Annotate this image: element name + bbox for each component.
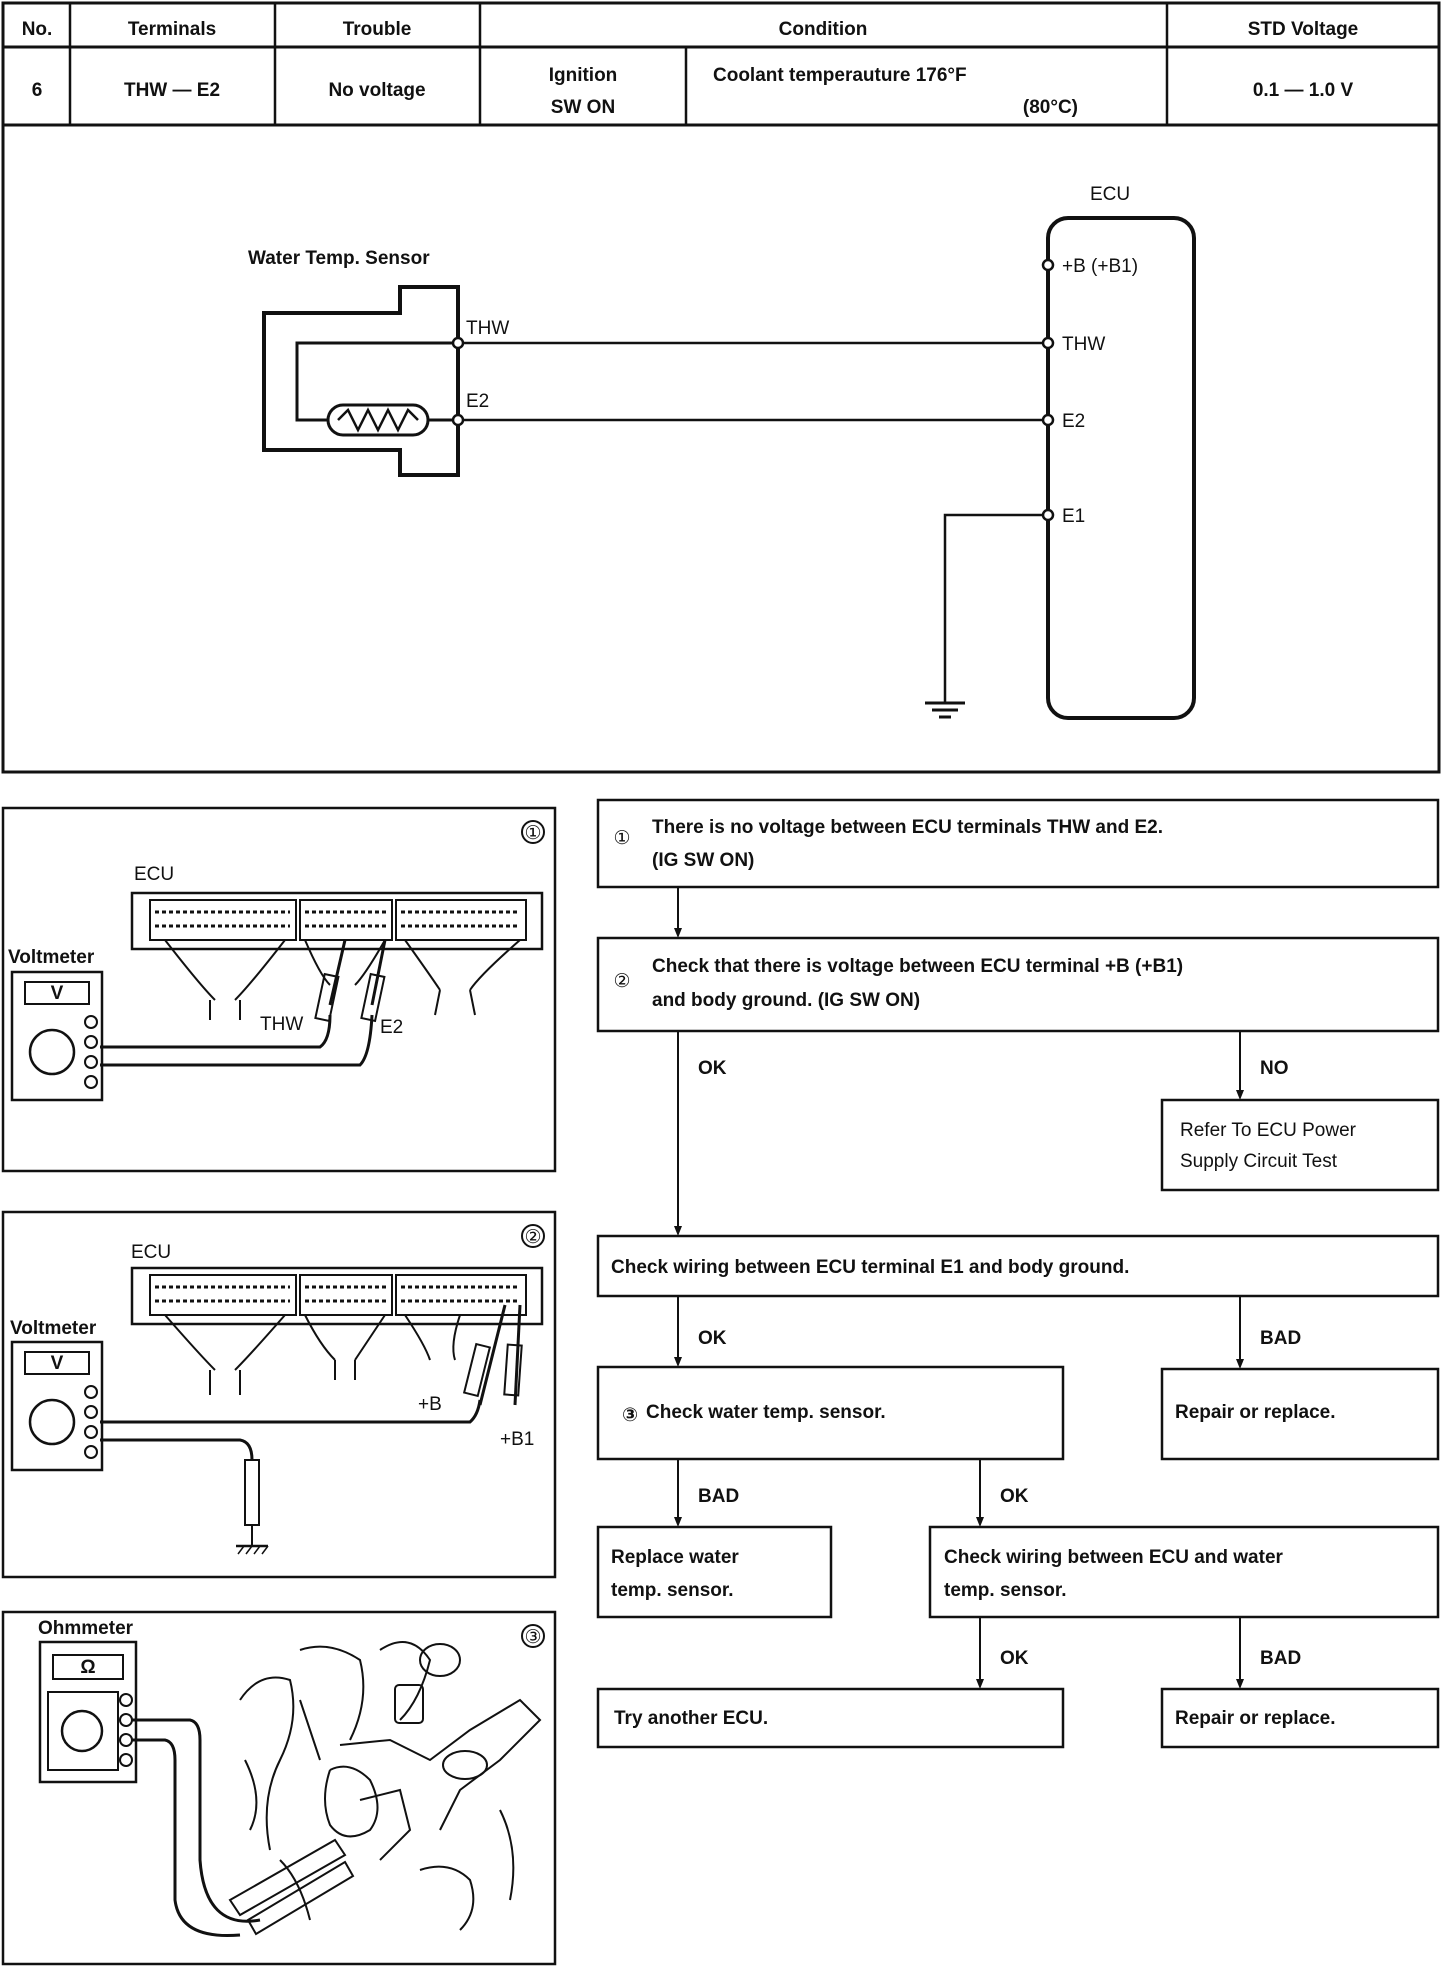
- flow-step-1-box: [596, 798, 1440, 889]
- figure-2-probe-b1: +B1: [500, 1429, 534, 1450]
- flow-power-supply-line2: Supply Circuit Test: [1180, 1151, 1338, 1172]
- flow-wiring-bad: BAD: [1260, 1648, 1301, 1669]
- figure-2-number: ②: [524, 1227, 541, 1248]
- flow-repair-2-box: [1160, 1687, 1440, 1749]
- thermistor-icon: [326, 403, 430, 437]
- row-std-voltage: 0.1 — 1.0 V: [1253, 80, 1354, 101]
- flow-step-2-no: NO: [1260, 1058, 1289, 1079]
- ecu-terminal-e1: E1: [1062, 506, 1085, 527]
- flow-power-supply-line1: Refer To ECU Power: [1180, 1120, 1357, 1141]
- row-condition-ignition-1: Ignition: [549, 65, 618, 86]
- flow-check-wiring-line1: Check wiring between ECU and water: [944, 1547, 1284, 1568]
- figure-1-number: ①: [524, 823, 541, 844]
- row-terminals: THW — E2: [124, 80, 220, 101]
- figure-2-voltmeter-b-ground: ② ECU +B +B1 Voltmeter V: [1, 1210, 557, 1579]
- flow-step-3-ok: OK: [1000, 1486, 1029, 1507]
- flow-check-wiring-box: [928, 1525, 1440, 1619]
- flow-repair-1-text: Repair or replace.: [1175, 1402, 1336, 1423]
- flow-replace-sensor-line2: temp. sensor.: [611, 1580, 734, 1601]
- ecu-terminal-thw: THW: [1062, 334, 1105, 355]
- figure-3-ohmmeter-sensor: ③ Ohmmeter Ω: [1, 1610, 557, 1966]
- wire-e1-ground: [943, 513, 1043, 702]
- flow-repair-2-text: Repair or replace.: [1175, 1708, 1336, 1729]
- flow-e1-ok: OK: [698, 1328, 727, 1349]
- figure-2-meter-label: Voltmeter: [10, 1318, 97, 1339]
- voltmeter-icon-2: [10, 1340, 104, 1472]
- header-no: No.: [22, 19, 53, 40]
- flow-check-e1-text: Check wiring between ECU terminal E1 and…: [611, 1257, 1129, 1278]
- flow-step-1-line1: There is no voltage between ECU terminal…: [652, 817, 1163, 838]
- flow-replace-sensor-line1: Replace water: [611, 1547, 739, 1568]
- flow-step-2-box: [596, 936, 1440, 1033]
- figure-3-meter-face: Ω: [80, 1657, 95, 1678]
- flow-wiring-ok: OK: [1000, 1648, 1029, 1669]
- flow-step-2-ok: OK: [698, 1058, 727, 1079]
- ecu-terminal-b: +B (+B1): [1062, 256, 1138, 277]
- figure-1-meter-label: Voltmeter: [8, 947, 95, 968]
- flow-step-2-number: ②: [613, 971, 630, 992]
- flow-check-e1-box: [596, 1234, 1440, 1298]
- figure-2-ecu-label: ECU: [131, 1242, 171, 1263]
- figure-1-ecu-label: ECU: [134, 864, 174, 885]
- header-trouble: Trouble: [343, 19, 412, 40]
- sensor-label: Water Temp. Sensor: [248, 248, 430, 269]
- sensor-terminal-thw: THW: [466, 318, 509, 339]
- flow-try-ecu-text: Try another ECU.: [614, 1708, 768, 1729]
- flow-step-3-bad: BAD: [698, 1486, 739, 1507]
- header-condition: Condition: [779, 19, 868, 40]
- figure-2-meter-face: V: [51, 1353, 64, 1374]
- ecu-terminal-e2: E2: [1062, 411, 1085, 432]
- figure-3-meter-label: Ohmmeter: [38, 1618, 134, 1639]
- row-condition-temp-1: Coolant temperauture 176°F: [713, 65, 967, 86]
- sensor-terminal-e2: E2: [466, 391, 489, 412]
- flow-step-1-line2: (IG SW ON): [652, 850, 754, 871]
- circuit-diagram: Water Temp. Sensor THW E2 ECU +B (+B1) T…: [1, 123, 1441, 774]
- row-no: 6: [32, 80, 43, 101]
- flow-step-2-line1: Check that there is voltage between ECU …: [652, 956, 1183, 977]
- figure-1-voltmeter-thw-e2: ① ECU THW E2 Voltmeter V: [1, 806, 557, 1173]
- row-condition-ignition-2: SW ON: [551, 97, 615, 118]
- row-condition-temp-2: (80°C): [1023, 97, 1078, 118]
- figure-1-probe-e2: E2: [380, 1017, 403, 1038]
- flow-step-1-number: ①: [613, 828, 630, 849]
- flow-try-ecu-box: [596, 1687, 1065, 1749]
- ecu-block: [1046, 216, 1196, 720]
- water-temp-sensor-body: [262, 285, 460, 477]
- ecu-label: ECU: [1090, 184, 1130, 205]
- figure-1-meter-face: V: [51, 983, 64, 1004]
- flow-step-3-box: [596, 1365, 1065, 1461]
- flow-repair-1-box: [1160, 1367, 1440, 1461]
- header-std-voltage: STD Voltage: [1248, 19, 1359, 40]
- row-trouble: No voltage: [328, 80, 425, 101]
- troubleshooting-flowchart: ① There is no voltage between ECU termin…: [596, 798, 1440, 1749]
- voltmeter-icon: [10, 970, 104, 1102]
- figure-1-probe-thw: THW: [260, 1014, 303, 1035]
- flow-e1-bad: BAD: [1260, 1328, 1301, 1349]
- header-terminals: Terminals: [128, 19, 216, 40]
- flow-step-3-text: Check water temp. sensor.: [646, 1402, 886, 1423]
- engine-sensor-illustration: [239, 1641, 542, 1931]
- flow-check-wiring-line2: temp. sensor.: [944, 1580, 1067, 1601]
- ground-icon: [925, 701, 965, 719]
- figure-3-number: ③: [524, 1627, 541, 1648]
- flow-step-3-number: ③: [622, 1405, 638, 1426]
- flow-replace-sensor-box: [596, 1525, 833, 1619]
- ohmmeter-icon: [38, 1640, 138, 1784]
- figure-2-probe-b: +B: [418, 1394, 442, 1415]
- flow-step-2-line2: and body ground. (IG SW ON): [652, 990, 920, 1011]
- flow-power-supply-box: [1160, 1098, 1440, 1192]
- condition-table: No. Terminals Trouble Condition STD Volt…: [1, 1, 1441, 127]
